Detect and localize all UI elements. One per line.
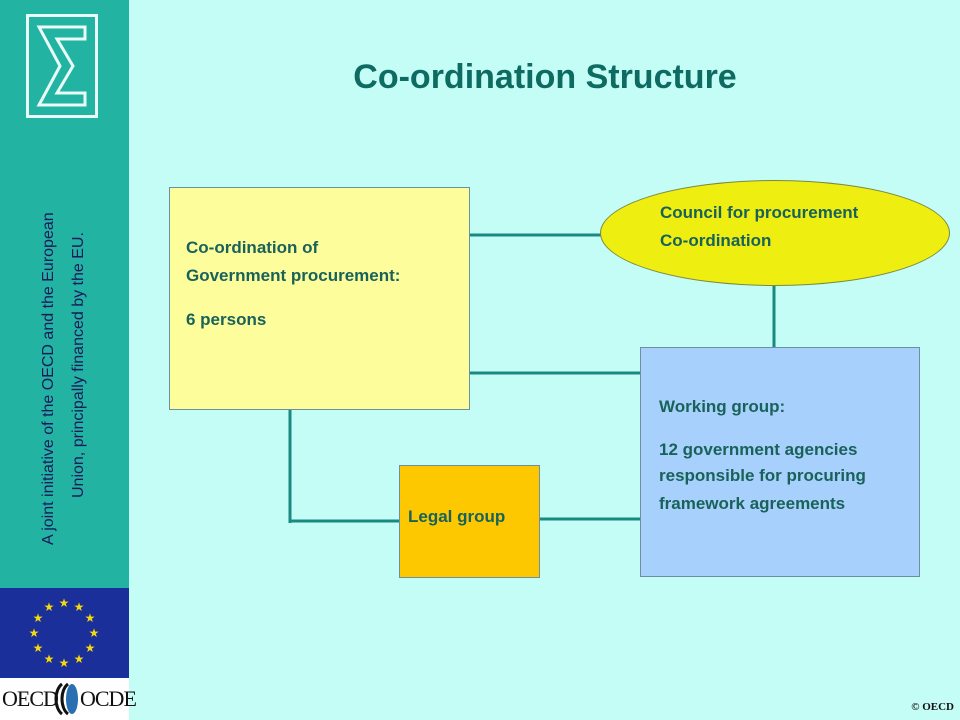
eu-star-icon: ★ [85,611,96,625]
working-group-box [640,347,920,577]
eu-star-icon: ★ [74,652,85,666]
eu-star-icon: ★ [59,596,70,610]
council-ellipse [600,180,950,286]
working-group-label-line1: Working group: [659,397,786,416]
coordination-label-line3: 6 persons [186,310,267,329]
coordination-label-line2: Government procurement: [186,266,401,285]
council-label-line1: Council for procurement [660,203,859,222]
working-group-label-line3: responsible for procuring [659,466,866,485]
coordination-label-line1: Co-ordination of [186,238,319,257]
working-group-label-line2: 12 government agencies [659,440,858,459]
eu-star-icon: ★ [85,641,96,655]
eu-star-icon: ★ [44,652,55,666]
page-title: Co-ordination Structure [353,58,737,96]
eu-flag-icon: ★★★★★★★★★★★★ [0,588,129,678]
copyright: © OECD [911,701,954,713]
council-label-line2: Co-ordination [660,231,772,250]
eu-star-icon: ★ [29,626,40,640]
sigma-icon [26,14,98,118]
oecd-logo: OECD OCDE [0,678,137,720]
legal-group-label: Legal group [408,507,506,526]
working-group-label-line4: framework agreements [659,494,846,513]
legal-group-box [399,465,540,578]
eu-star-icon: ★ [59,656,70,670]
oecd-emblem-icon [54,682,78,716]
eu-star-icon: ★ [33,611,44,625]
coordination-box [169,187,470,410]
oecd-logo-right-text: OCDE [80,686,137,711]
eu-star-icon: ★ [74,600,85,614]
eu-star-icon: ★ [33,641,44,655]
sidebar: A joint initiative of the OECD and the E… [0,0,129,588]
oecd-logo-left-text: OECD [2,686,59,711]
eu-star-icon: ★ [44,600,55,614]
eu-star-icon: ★ [89,626,100,640]
